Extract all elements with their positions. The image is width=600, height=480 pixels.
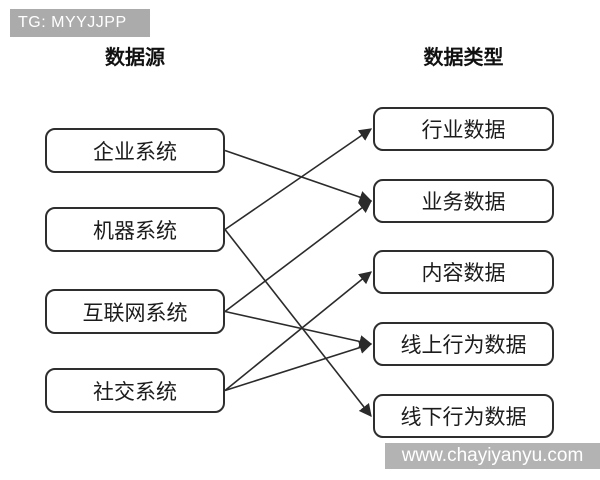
target-node-offline-behavior-data: 线下行为数据 — [373, 394, 554, 438]
target-node-content-data: 内容数据 — [373, 250, 554, 294]
node-label: 企业系统 — [93, 140, 177, 164]
telegram-watermark-badge: TG: MYYJJPP — [10, 9, 150, 37]
node-label: 社交系统 — [93, 380, 177, 404]
edge-social-to-online_behavior — [224, 341, 373, 392]
edge-internet-to-business — [224, 200, 373, 313]
source-node-internet: 互联网系统 — [45, 289, 225, 334]
edge-machine-to-offline_behavior — [224, 229, 372, 418]
node-label: 互联网系统 — [82, 301, 188, 325]
node-label: 行业数据 — [421, 119, 506, 142]
node-label: 线上行为数据 — [400, 334, 527, 357]
node-label: 业务数据 — [421, 191, 506, 214]
edge-enterprise-to-business — [224, 149, 373, 204]
target-node-industry-data: 行业数据 — [373, 107, 554, 151]
target-node-online-behavior-data: 线上行为数据 — [373, 322, 554, 366]
edge-social-to-content — [224, 271, 372, 392]
website-watermark: www.chayiyanyu.com — [385, 443, 600, 469]
node-label: 机器系统 — [93, 219, 177, 243]
node-label: 内容数据 — [421, 262, 506, 285]
edge-internet-to-online_behavior — [224, 310, 373, 348]
sources-column-header: 数据源 — [105, 47, 165, 69]
node-label: 线下行为数据 — [400, 406, 527, 429]
target-node-business-data: 业务数据 — [373, 179, 554, 223]
source-node-machine: 机器系统 — [45, 207, 225, 252]
types-column-header: 数据类型 — [423, 47, 504, 69]
source-node-social: 社交系统 — [45, 368, 225, 413]
source-node-enterprise: 企业系统 — [45, 128, 225, 173]
edge-machine-to-industry — [224, 128, 373, 231]
